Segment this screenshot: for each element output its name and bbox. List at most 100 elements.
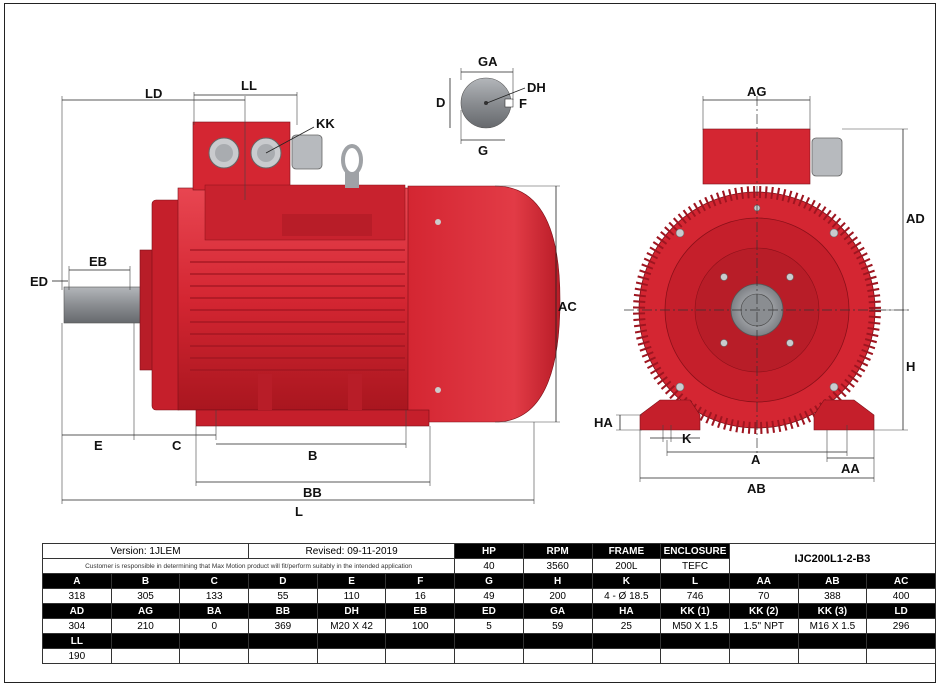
label-E: E [94,438,103,453]
dim-value: M16 X 1.5 [797,618,868,634]
dim-label: G [454,573,524,589]
mounting-foot [195,409,430,427]
rating-label: ENCLOSURE [660,543,730,559]
dim-value: 133 [179,588,250,604]
version-cell: Version: 1JLEM [41,543,250,559]
label-F: F [519,96,527,111]
dim-label: EB [385,603,456,619]
label-LD: LD [145,86,162,101]
dim-label: E [316,573,387,589]
label-AA: AA [841,461,860,476]
dim-label: KK (3) [797,603,868,619]
label-DH: DH [527,80,546,95]
label-G: G [478,143,488,158]
dim-value: 190 [42,648,112,664]
dims-header-row-1: A B C D E F G H K L AA AB AC [42,573,936,589]
dim-label: BB [248,603,318,619]
dim-label: H [522,573,593,589]
rating-label: HP [454,543,524,559]
model-cell: IJC200L1-2-B3 [728,543,937,574]
dim-label: C [179,573,250,589]
dims-value-row-2: 304 210 0 369 M20 X 42 100 5 59 25 M50 X… [42,618,936,634]
label-AD: AD [906,211,925,226]
dim-value: M20 X 42 [316,618,387,634]
dim-label: KK (1) [660,603,730,619]
dim-value: 305 [110,588,181,604]
dim-value: 0 [179,618,250,634]
dim-value: 369 [248,618,318,634]
label-L: L [295,504,303,519]
revised-cell: Revised: 09-11-2019 [248,543,456,559]
motor-front-view [624,96,912,460]
dim-value: 4 - Ø 18.5 [591,588,662,604]
dims-value-row-1: 318 305 133 55 110 16 49 200 4 - Ø 18.5 … [42,588,936,604]
dim-value: 296 [866,618,936,634]
dim-value: 318 [42,588,112,604]
rating-label: FRAME [591,543,662,559]
dim-value: 49 [454,588,524,604]
dim-label: KK (2) [728,603,799,619]
rating-value: 40 [454,558,524,574]
dim-value: 55 [248,588,318,604]
fan-cover [407,185,561,423]
dims-value-row-3: 190 [42,648,936,664]
dim-label: A [42,573,112,589]
dim-label: AA [728,573,799,589]
lifting-eye-icon [341,144,363,176]
dim-value: 16 [385,588,456,604]
rating-value: TEFC [660,558,730,574]
label-AG: AG [747,84,767,99]
dim-label: K [591,573,662,589]
note-row: Customer is responsible in determining t… [41,558,936,574]
dim-value: 59 [522,618,593,634]
dim-value: 200 [522,588,593,604]
label-LL: LL [241,78,257,93]
dim-value: 100 [385,618,456,634]
dims-header-row-2: AD AG BA BB DH EB ED GA HA KK (1) KK (2)… [42,603,936,619]
front-view-dimensions: AG AD H HA K A AA AB [594,84,925,496]
dim-label: L [660,573,730,589]
label-C: C [172,438,182,453]
dim-label: AD [42,603,112,619]
dim-label: B [110,573,181,589]
dim-label: D [248,573,318,589]
motor-dimension-drawing: LD LL KK EB ED E C B BB [30,54,925,519]
dim-value: 210 [110,618,181,634]
dim-label: HA [591,603,662,619]
dim-label: ED [454,603,524,619]
dim-value: 388 [797,588,868,604]
dim-label: AC [866,573,936,589]
label-AB: AB [747,481,766,496]
dim-value: M50 X 1.5 [660,618,730,634]
dims-header-row-3: LL [42,633,936,649]
label-K: K [682,431,692,446]
spec-table: Version: 1JLEM Revised: 09-11-2019 HP RP… [41,543,937,664]
label-B: B [308,448,317,463]
dim-label: F [385,573,456,589]
dim-value: 110 [316,588,387,604]
label-D: D [436,95,445,110]
label-HA: HA [594,415,613,430]
dim-value: 5 [454,618,524,634]
dim-label: BA [179,603,250,619]
label-H: H [906,359,915,374]
terminal-box-front [702,128,811,185]
dim-label: AG [110,603,181,619]
dim-value: 304 [42,618,112,634]
dim-value: 1.5'' NPT [728,618,799,634]
motor-side-view [63,121,561,427]
dim-label: LL [42,633,112,649]
dim-label: DH [316,603,387,619]
dim-label: AB [797,573,868,589]
rating-value: 200L [591,558,662,574]
dim-label: LD [866,603,936,619]
label-GA: GA [478,54,498,69]
dim-value: 25 [591,618,662,634]
label-BB: BB [303,485,322,500]
dim-label: GA [522,603,593,619]
label-AC: AC [558,299,577,314]
dim-value: 70 [728,588,799,604]
dim-value: 746 [660,588,730,604]
side-view-dimensions: LD LL KK EB ED E C B BB [30,78,577,519]
label-KK: KK [316,116,335,131]
